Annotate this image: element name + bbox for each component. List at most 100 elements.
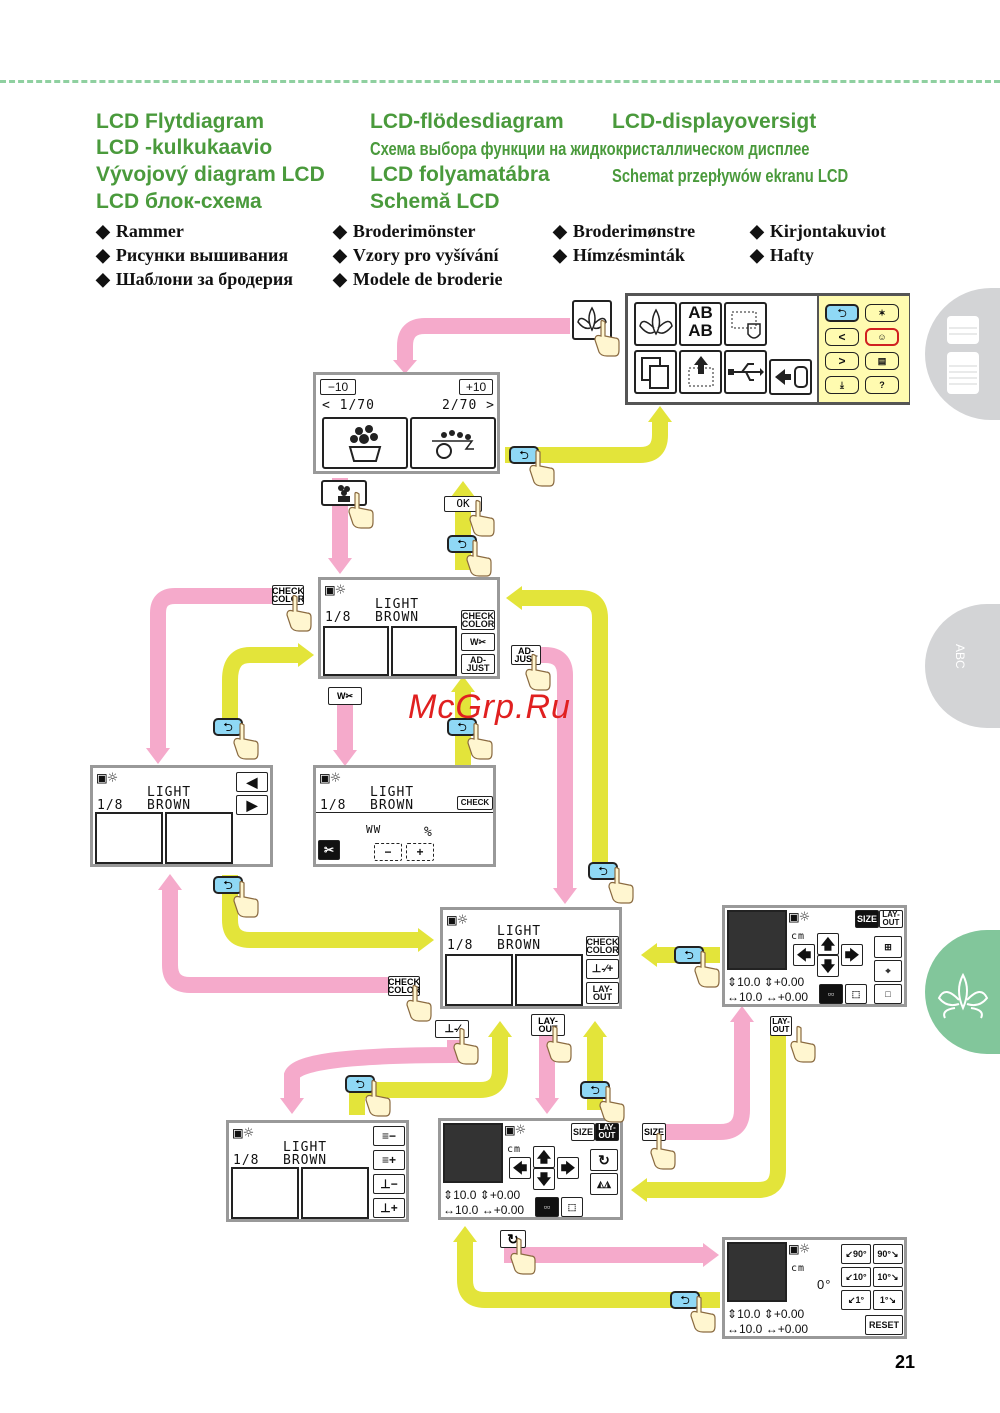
plus-10-button[interactable]: +10: [459, 379, 493, 395]
minus-button[interactable]: −: [374, 843, 402, 861]
check-color-key[interactable]: CHECK COLOR: [271, 585, 305, 605]
heading-pl: Schemat przepływów ekranu LCD: [612, 166, 849, 186]
back-button[interactable]: ⮌: [674, 946, 704, 964]
stitch-key[interactable]: ✶: [865, 304, 899, 322]
embroidery-flower-icon: [937, 972, 989, 1019]
tile-embroidery[interactable]: [634, 302, 677, 346]
save-key[interactable]: ⤓: [825, 376, 859, 394]
back-button[interactable]: ⮌: [825, 304, 859, 322]
thread-density-minus[interactable]: ≡−: [373, 1126, 405, 1146]
density-key[interactable]: ⊥-⁄: [435, 1020, 469, 1038]
back-button[interactable]: ⮌: [670, 1291, 700, 1309]
size-readout-height: ⇕10.0 ⇕+0.00: [443, 1188, 521, 1202]
pattern-preview: [165, 812, 233, 864]
home-side-panel: ⮌ ✶ < ☺ > ▤ ⤓ ?: [817, 296, 909, 402]
basket-thumbnail-key[interactable]: [321, 480, 367, 506]
move-up-button[interactable]: 🡅: [817, 933, 839, 955]
center-button[interactable]: ⌖: [874, 960, 902, 982]
stitch-density-plus[interactable]: ⊥+: [373, 1198, 405, 1218]
tab-threads[interactable]: [925, 288, 1000, 420]
move-left-button[interactable]: 🡄: [509, 1157, 531, 1179]
next-key[interactable]: >: [825, 352, 859, 370]
page-left[interactable]: < 1/70: [322, 398, 375, 413]
plus-button[interactable]: +: [406, 843, 434, 861]
mirror-button[interactable]: ◭◮: [590, 1173, 618, 1195]
pocket-icon: [688, 356, 714, 387]
trim-key[interactable]: W✂: [328, 687, 362, 705]
trial-button[interactable]: ⬚: [845, 984, 867, 1004]
tile-characters[interactable]: AB AB: [679, 302, 722, 346]
back-button[interactable]: ⮌: [509, 446, 539, 464]
shrink-button[interactable]: □: [874, 984, 902, 1004]
check-color-button[interactable]: CHECK: [457, 796, 493, 810]
tile-machine[interactable]: [769, 359, 812, 395]
thread-density-plus[interactable]: ≡+: [373, 1150, 405, 1170]
back-button[interactable]: ⮌: [447, 535, 477, 553]
move-left-button[interactable]: 🡄: [793, 944, 815, 966]
back-button[interactable]: ⮌: [580, 1081, 610, 1099]
prev-color-button[interactable]: ◀: [236, 772, 268, 792]
reset-button[interactable]: RESET: [865, 1315, 903, 1335]
stitch-icon: WW: [366, 823, 382, 836]
arrow-sizeview-to-layout: [645, 1035, 786, 1198]
rotate-key[interactable]: ↻: [500, 1230, 526, 1248]
move-down-button[interactable]: 🡇: [817, 955, 839, 977]
layout-button[interactable]: LAY- OUT: [586, 982, 619, 1004]
rotate-right-1[interactable]: 1°↘: [873, 1290, 903, 1310]
back-button[interactable]: ⮌: [345, 1075, 375, 1093]
minus-10-button[interactable]: −10: [320, 379, 356, 395]
tile-memory[interactable]: [634, 350, 677, 394]
tile-pocket[interactable]: [679, 350, 722, 394]
next-color-button[interactable]: ▶: [236, 795, 268, 815]
layout-key[interactable]: LAY- OUT: [531, 1014, 565, 1036]
rotate-right-10[interactable]: 10°↘: [873, 1267, 903, 1287]
tile-frame[interactable]: [724, 302, 767, 346]
page-right[interactable]: 2/70 >: [442, 398, 495, 413]
move-right-button[interactable]: 🡆: [557, 1157, 579, 1179]
trial-button[interactable]: ⬚: [561, 1197, 583, 1217]
rotate-left-1[interactable]: ↙1°: [841, 1290, 871, 1310]
document-key[interactable]: ▤: [865, 352, 899, 370]
rotate-left-90[interactable]: ↙90°: [841, 1244, 871, 1264]
check-color-key[interactable]: CHECK COLOR: [387, 976, 421, 996]
adjust-button[interactable]: AD- JUST: [461, 654, 495, 674]
frame-toggle[interactable]: ▫▫: [535, 1197, 559, 1217]
check-color-button[interactable]: CHECK COLOR: [461, 610, 495, 630]
prev-key[interactable]: <: [825, 328, 859, 346]
layout-key[interactable]: LAY- OUT: [770, 1016, 792, 1036]
density-button[interactable]: ⊥-⁄+: [586, 959, 619, 979]
layout-tab[interactable]: LAY- OUT: [595, 1123, 619, 1141]
move-up-button[interactable]: 🡅: [533, 1146, 555, 1168]
pattern-cart[interactable]: [410, 417, 496, 469]
trim-button[interactable]: W✂: [461, 633, 495, 651]
layout-tab[interactable]: LAY- OUT: [879, 910, 903, 928]
adjust-key[interactable]: AD- JUST: [511, 645, 541, 665]
size-tab[interactable]: SIZE: [571, 1123, 595, 1141]
rotate-screen: ▣☼ cm 0° ↙90° 90°↘ ↙10° 10°↘ ↙1° 1°↘ RES…: [722, 1237, 907, 1339]
back-button[interactable]: ⮌: [588, 862, 618, 880]
back-button[interactable]: ⮌: [213, 876, 243, 894]
help-key[interactable]: ?: [865, 376, 899, 394]
thread-preview: [231, 1167, 299, 1219]
check-color-button[interactable]: CHECK COLOR: [586, 936, 619, 956]
arrow-checkcolor-to-thread: [222, 647, 300, 730]
rotate-left-10[interactable]: ↙10°: [841, 1267, 871, 1287]
trim-toggle[interactable]: ✂: [318, 840, 340, 860]
back-button[interactable]: ⮌: [213, 718, 243, 736]
stitch-density-minus[interactable]: ⊥−: [373, 1174, 405, 1194]
enlarge-button[interactable]: ⊞: [874, 936, 902, 958]
arrow-layout-to-rotate: [504, 1235, 705, 1263]
sewing-key[interactable]: ☺: [865, 328, 899, 346]
tile-usb[interactable]: [724, 350, 767, 394]
rotate-right-90[interactable]: 90°↘: [873, 1244, 903, 1264]
pattern-basket[interactable]: [322, 417, 408, 469]
size-key[interactable]: SIZE: [642, 1123, 666, 1141]
size-tab[interactable]: SIZE: [855, 910, 879, 928]
move-right-button[interactable]: 🡆: [841, 944, 863, 966]
move-down-button[interactable]: 🡇: [533, 1168, 555, 1190]
tab-embroidery[interactable]: [925, 930, 1000, 1054]
ok-button[interactable]: OK: [444, 496, 482, 512]
embroidery-key[interactable]: [572, 300, 612, 340]
frame-toggle[interactable]: ▫▫: [819, 984, 843, 1004]
rotate-button[interactable]: ↻: [590, 1149, 618, 1171]
